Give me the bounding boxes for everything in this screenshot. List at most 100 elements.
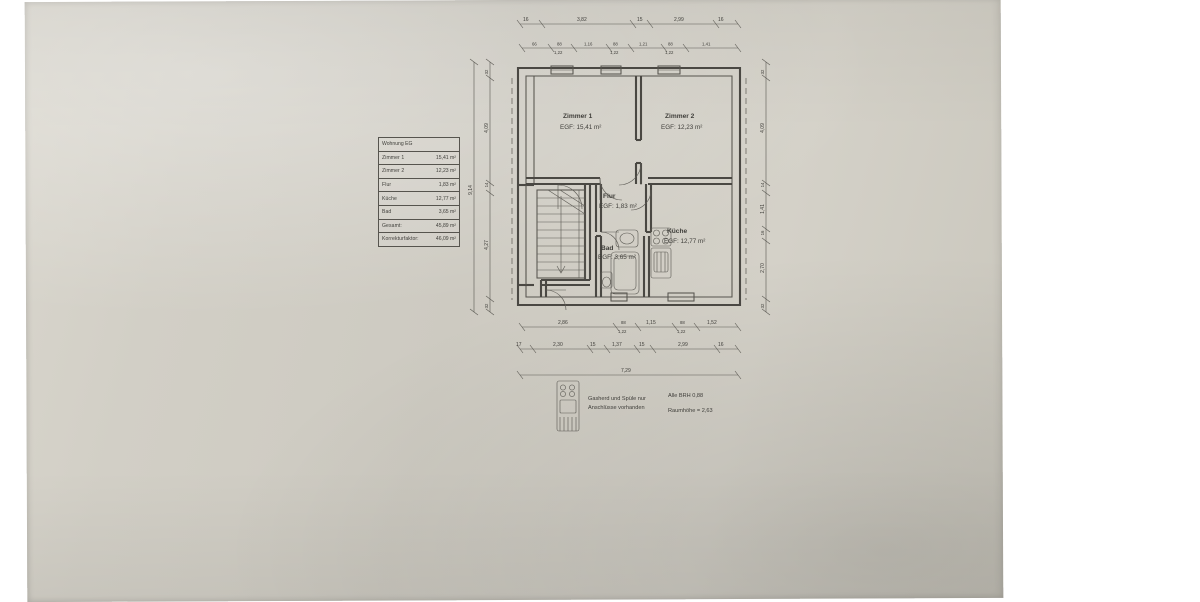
legend-name: Zimmer 2 bbox=[382, 168, 405, 175]
dimension-top-inner: 66 88 1,22 1,16 88 1,22 1,21 88 1,22 1,4… bbox=[518, 42, 742, 55]
area-legend-table: Wohnung EG Zimmer 1 15,41 m² Zimmer 2 12… bbox=[378, 137, 460, 247]
dim-right-inner-4: 1,41 bbox=[760, 204, 766, 214]
legend-name: Korrekturfaktor: bbox=[382, 236, 419, 243]
dim-left-inner-4: 4,27 bbox=[484, 240, 490, 250]
legend-name: Zimmer 1 bbox=[382, 154, 405, 161]
dim-right-inner-6: 2,70 bbox=[760, 263, 766, 273]
legend-row-zimmer1: Zimmer 1 15,41 m² bbox=[379, 152, 459, 166]
dim-left-inner-3: 14 bbox=[484, 182, 489, 187]
bathroom-fixtures bbox=[600, 229, 640, 295]
legend-value: 12,77 m² bbox=[435, 195, 456, 202]
dimension-right-inner: 32 4,09 14 1,41 16 2,70 32 bbox=[760, 58, 771, 316]
dim-top-inner-3: 1,16 bbox=[584, 42, 593, 47]
dim-bottom-outer-5: 15 bbox=[639, 342, 645, 348]
room-label-flur: Flur bbox=[603, 193, 616, 200]
room-label-zimmer2: Zimmer 2 bbox=[665, 113, 695, 120]
room-area-bad: EGF: 3,65 m² bbox=[598, 254, 636, 261]
windows bbox=[550, 65, 695, 302]
dim-right-inner-1: 32 bbox=[760, 69, 765, 74]
legend-title: Wohnung EG bbox=[382, 141, 413, 148]
dim-top-outer-1: 16 bbox=[523, 17, 529, 23]
dim-top-inner-sub-3: 1,22 bbox=[665, 50, 674, 55]
room-area-flur: EGF: 1,83 m² bbox=[599, 203, 637, 210]
dim-right-inner-2: 4,09 bbox=[760, 123, 766, 133]
dim-top-inner-sub-1: 1,22 bbox=[554, 50, 563, 55]
kitchen-fixtures bbox=[650, 227, 672, 279]
interior-partitions bbox=[526, 76, 732, 297]
dim-top-inner-4: 88 bbox=[613, 42, 618, 47]
dim-right-inner-7: 32 bbox=[760, 303, 765, 308]
dimension-left-outer: 9,14 bbox=[468, 58, 479, 316]
dim-bottom-outer-3: 15 bbox=[590, 342, 596, 348]
dim-bottom-inner-4: 88 bbox=[680, 320, 685, 325]
dim-top-outer-4: 2,99 bbox=[674, 17, 684, 23]
stove-sink-icon bbox=[556, 380, 580, 432]
dim-top-inner-sub-2: 1,22 bbox=[610, 50, 619, 55]
dim-bottom-outer-1: 17 bbox=[516, 342, 522, 348]
notes-block: Gasherd und Spüle nur Anschlüsse vorhand… bbox=[556, 380, 713, 432]
dim-bottom-outer-7: 16 bbox=[718, 342, 724, 348]
legend-row-flur: Flur 1,83 m² bbox=[379, 179, 459, 193]
legend-title-row: Wohnung EG bbox=[379, 138, 459, 152]
dim-top-outer-2: 3,82 bbox=[577, 17, 587, 23]
legend-value: 12,23 m² bbox=[435, 168, 456, 175]
dimension-bottom-inner: 2,86 88 1,22 1,15 88 1,22 1,52 bbox=[518, 320, 742, 334]
room-area-zimmer1: EGF: 15,41 m² bbox=[560, 124, 601, 131]
legend-name: Flur bbox=[382, 182, 392, 189]
dim-bottom-outer-6: 2,99 bbox=[678, 342, 688, 348]
legend-value: 1,83 m² bbox=[438, 182, 456, 189]
dim-bottom-total: 7,29 bbox=[621, 368, 631, 374]
building-walls bbox=[516, 66, 742, 307]
dim-right-inner-3: 14 bbox=[760, 182, 765, 187]
dim-left-inner-1: 32 bbox=[484, 69, 489, 74]
dim-right-inner-5: 16 bbox=[760, 230, 765, 235]
dim-bottom-inner-5: 1,52 bbox=[707, 320, 717, 326]
room-label-kueche: Küche bbox=[667, 228, 687, 235]
room-label-zimmer1: Zimmer 1 bbox=[563, 113, 593, 120]
legend-name: Bad bbox=[382, 209, 392, 216]
dim-bottom-outer-2: 2,30 bbox=[553, 342, 563, 348]
legend-row-gesamt: Gesamt: 45,89 m² bbox=[379, 220, 459, 234]
room-labels: Zimmer 1 EGF: 15,41 m² Zimmer 2 EGF: 12,… bbox=[560, 113, 705, 261]
dimension-top-outer: 16 3,82 15 2,99 16 bbox=[516, 17, 742, 29]
dim-bottom-inner-2: 88 bbox=[621, 320, 626, 325]
dim-bottom-outer-4: 1,37 bbox=[612, 342, 622, 348]
legend-row-bad: Bad 3,65 m² bbox=[379, 206, 459, 220]
dim-top-inner-1: 66 bbox=[532, 42, 537, 47]
dim-left-inner-5: 32 bbox=[484, 303, 489, 308]
dimension-bottom-total: 7,29 bbox=[516, 368, 742, 380]
room-area-zimmer2: EGF: 12,23 m² bbox=[661, 124, 702, 131]
dim-left-outer: 9,14 bbox=[468, 185, 474, 195]
legend-row-zimmer2: Zimmer 2 12,23 m² bbox=[379, 165, 459, 179]
dim-top-inner-5: 1,21 bbox=[639, 42, 648, 47]
room-area-kueche: EGF: 12,77 m² bbox=[664, 238, 705, 245]
legend-row-korrekturfaktor: Korrekturfaktor: 46,09 m² bbox=[379, 233, 459, 247]
dim-bottom-inner-1: 2,86 bbox=[558, 320, 568, 326]
note-appliance-line1: Gasherd und Spüle nur bbox=[588, 396, 646, 402]
legend-value: 3,65 m² bbox=[438, 209, 456, 216]
dim-top-inner-6: 88 bbox=[668, 42, 673, 47]
note-appliance-line2: Anschlüsse vorhanden bbox=[588, 405, 645, 411]
dim-bottom-inner-sub-1: 1,22 bbox=[618, 329, 627, 334]
room-label-bad: Bad bbox=[601, 245, 613, 252]
boundary-dashed-lines bbox=[511, 78, 747, 300]
legend-name: Küche bbox=[382, 195, 397, 202]
note-room-height: Raumhöhe = 2,63 bbox=[668, 408, 713, 414]
dimension-left-inner: 32 4,09 14 4,27 32 bbox=[484, 58, 495, 316]
dim-top-inner-7: 1,41 bbox=[702, 42, 711, 47]
legend-value: 46,09 m² bbox=[435, 236, 456, 243]
dim-bottom-inner-3: 1,15 bbox=[646, 320, 656, 326]
legend-value: 45,89 m² bbox=[435, 222, 456, 229]
dim-bottom-inner-sub-2: 1,22 bbox=[677, 329, 686, 334]
legend-value: 15,41 m² bbox=[435, 154, 456, 161]
dim-top-outer-3: 15 bbox=[637, 17, 643, 23]
note-brh: Alle BRH 0,88 bbox=[668, 393, 703, 399]
legend-name: Gesamt: bbox=[382, 222, 402, 229]
staircase bbox=[536, 189, 586, 279]
legend-row-kueche: Küche 12,77 m² bbox=[379, 192, 459, 206]
dim-top-outer-5: 16 bbox=[718, 17, 724, 23]
dimension-bottom-outer: 17 2,30 15 1,37 15 2,99 16 bbox=[516, 342, 742, 354]
dim-top-inner-2: 88 bbox=[557, 42, 562, 47]
